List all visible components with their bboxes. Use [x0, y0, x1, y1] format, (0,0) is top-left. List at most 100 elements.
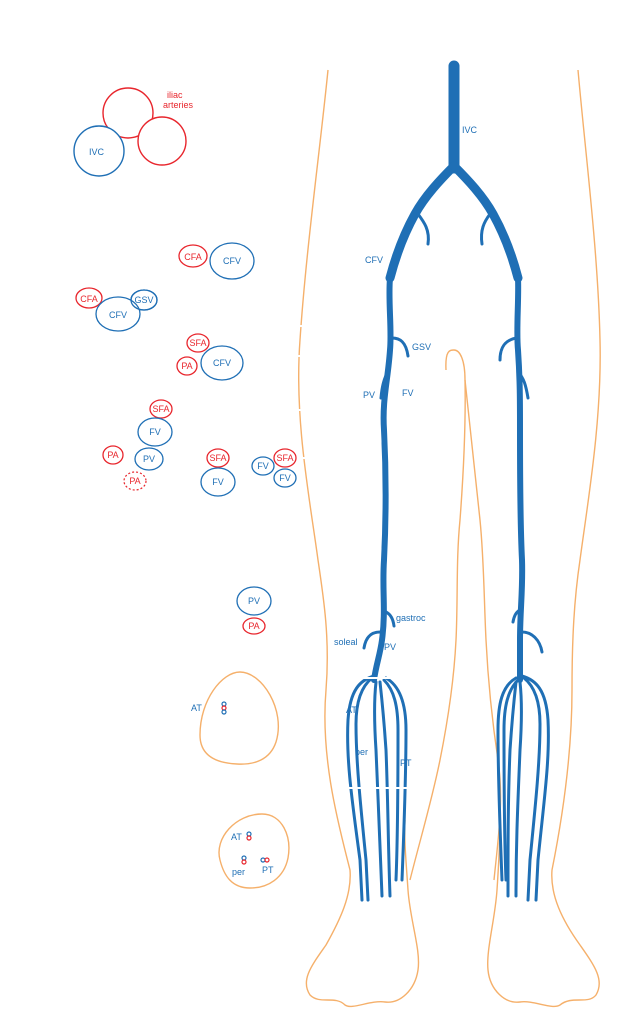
label-pv: PV: [248, 596, 260, 606]
left-gastroc-branch: [384, 610, 396, 628]
pa-circle: [242, 617, 266, 635]
vessel-dot: [246, 835, 252, 841]
pv-circle: [236, 586, 272, 616]
right-soleal-branch: [520, 630, 544, 654]
left-peroneal-vein: [373, 680, 384, 898]
label-pv-lower: PV: [384, 642, 396, 652]
left-posterior-tibial-vein-2: [384, 676, 408, 882]
left-leg-inner-outline: [409, 349, 466, 881]
right-peroneal-vein-2: [506, 680, 518, 898]
label-cfv: CFV: [109, 310, 127, 320]
label-gsv: GSV: [134, 295, 153, 305]
label-pt: PT: [262, 865, 274, 875]
right-anterior-tibial-vein-2: [522, 676, 542, 902]
iliac-artery-circle: [102, 87, 154, 139]
sfa-circle: [186, 333, 210, 353]
label-pt: PT: [400, 758, 412, 768]
fv-circle: [200, 467, 236, 497]
label-gastroc: gastroc: [396, 613, 426, 623]
left-internal-iliac: [416, 212, 430, 246]
vessel-dot: [260, 857, 266, 863]
left-iliac-vein: [385, 161, 459, 283]
label-pa: PA: [107, 450, 118, 460]
cross-section-calf-upper: AT: [191, 671, 279, 765]
leg-outlines: [298, 69, 601, 1008]
label-fv: FV: [257, 461, 269, 471]
fv-circle: [137, 417, 173, 447]
right-gsv-branch: [498, 336, 518, 362]
label-sfa: SFA: [152, 404, 169, 414]
label-pa-dashed: PA: [129, 476, 140, 486]
fv-circle: [251, 456, 275, 476]
pv-circle: [134, 447, 164, 471]
cross-section-calf-lower: AT per PT: [218, 813, 290, 889]
right-gastroc-branch: [511, 608, 522, 624]
cross-section-iliac: iliac arteries IVC: [73, 87, 194, 177]
label-pa: PA: [181, 361, 192, 371]
cross-section-level3: SFA PA CFV: [176, 333, 244, 381]
label-arteries: arteries: [163, 100, 194, 110]
label-sfa: SFA: [276, 453, 293, 463]
cfv-circle: [200, 345, 244, 381]
label-ivc-section: IVC: [89, 147, 105, 157]
label-cfv: CFV: [223, 256, 241, 266]
sfa-circle: [206, 448, 230, 468]
cross-section-level4: SFA FV PA PV PA: [102, 399, 173, 491]
right-leg-inner-outline: [464, 379, 502, 881]
cfv-circle: [209, 242, 255, 280]
left-femoral-vein: [371, 275, 394, 683]
pa-circle: [176, 356, 198, 376]
right-anterior-tibial-vein: [520, 674, 550, 902]
left-anterior-tibial-vein: [346, 674, 376, 902]
cross-section-level5: SFA FV: [200, 448, 236, 497]
anterior-tibial-vessels: [221, 701, 227, 715]
left-posterior-tibial-vein: [382, 678, 400, 882]
label-soleal: soleal: [334, 637, 358, 647]
gsv-circle-front: [130, 289, 158, 311]
vein-tree: [346, 60, 550, 902]
right-iliac-vein: [449, 161, 523, 283]
cross-section-level2: CFA GSV CFV: [75, 287, 158, 332]
lower-leg-vessels: [241, 831, 270, 865]
label-ivc: IVC: [462, 125, 478, 135]
right-profunda-branch: [516, 370, 530, 400]
cfa-circle: [178, 244, 208, 268]
sfa-circle: [149, 399, 173, 419]
calf-lower-outline: [218, 813, 290, 889]
label-pv: PV: [143, 454, 155, 464]
label-gsv: GSV: [412, 342, 431, 352]
label-iliac: iliac: [167, 90, 183, 100]
sfa-circle: [273, 448, 297, 468]
cross-section-level1: CFA CFV: [178, 242, 255, 280]
label-at: AT: [191, 703, 202, 713]
label-fv: FV: [149, 427, 161, 437]
cfv-circle: [95, 296, 141, 332]
label-sfa: SFA: [189, 338, 206, 348]
label-pa: PA: [248, 621, 259, 631]
left-anterior-tibial-vein-2: [354, 676, 374, 902]
pa-circle: [102, 445, 124, 465]
label-fv: FV: [402, 388, 414, 398]
vessel-dot: [221, 709, 227, 715]
left-leg-outer-outline: [298, 69, 420, 1008]
calf-upper-outline: [199, 671, 279, 765]
left-peroneal-vein-2: [378, 680, 392, 898]
level-marker-ticks: [296, 325, 410, 789]
left-profunda-branch: [379, 370, 390, 400]
label-fv: FV: [279, 473, 291, 483]
left-gsv-branch: [390, 336, 410, 358]
label-per: per: [232, 867, 245, 877]
cfa-circle: [75, 287, 103, 309]
cross-section-level6: FV SFA FV: [251, 448, 297, 488]
right-internal-iliac: [480, 212, 492, 246]
ivc-circle: [73, 125, 125, 177]
fv-circle: [273, 468, 297, 488]
label-cfa: CFA: [184, 252, 202, 262]
label-per: per: [355, 747, 368, 757]
right-peroneal-vein: [514, 680, 523, 898]
vessel-dot: [264, 857, 270, 863]
label-cfa: CFA: [80, 294, 98, 304]
vessel-dot: [241, 859, 247, 865]
label-at: AT: [346, 705, 357, 715]
